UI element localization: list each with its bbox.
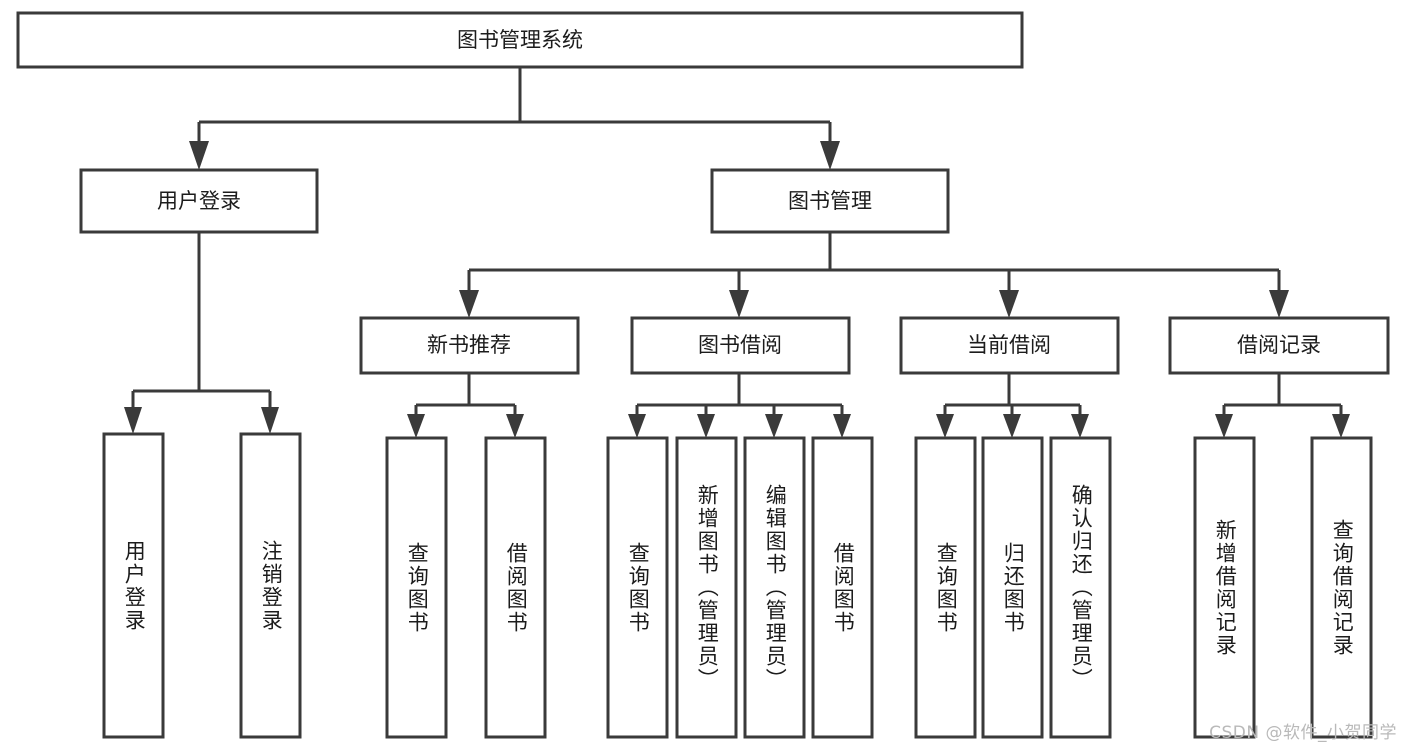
leaf-box-bb-borrow[interactable] (811, 436, 874, 739)
arrowhead-current-borrow (999, 290, 1019, 318)
arrowhead-cb-query (936, 414, 954, 438)
node-root-box[interactable] (16, 11, 1024, 69)
arrowhead-leaf-user-login (124, 407, 142, 434)
leaf-box-cb-confirm[interactable] (1049, 436, 1112, 739)
node-book-manage-label: 图书管理 (788, 189, 872, 213)
node-borrow-record-box[interactable] (1168, 316, 1390, 375)
arrowhead-book-manage (820, 141, 840, 170)
node-new-book-recommend[interactable]: 新书推荐 (359, 316, 580, 375)
node-new-book-recommend-box[interactable] (359, 316, 580, 375)
node-user-login-label: 用户登录 (157, 189, 241, 213)
leaf-box-bb-query[interactable] (606, 436, 669, 739)
arrowhead-bb-borrow (833, 414, 851, 438)
node-borrow-record-label: 借阅记录 (1237, 333, 1321, 357)
node-user-login[interactable]: 用户登录 (79, 168, 319, 234)
arrowhead-new-book (459, 290, 479, 318)
leaf-box-br-add[interactable] (1193, 436, 1256, 739)
watermark-text: CSDN @软件_小贺同学 (1209, 723, 1397, 743)
arrowhead-user-login (189, 141, 209, 170)
node-current-borrow[interactable]: 当前借阅 (899, 316, 1120, 375)
connector-group (124, 67, 1350, 438)
node-current-borrow-box[interactable] (899, 316, 1120, 375)
node-new-book-recommend-label: 新书推荐 (427, 333, 511, 357)
leaf-box-user-login[interactable] (102, 432, 165, 739)
arrowhead-leaf-logout (261, 407, 279, 434)
arrowhead-borrow-record (1269, 290, 1289, 318)
arrowhead-nb-query (407, 414, 425, 438)
arrowhead-bb-edit (765, 414, 783, 438)
arrowhead-nb-borrow (506, 414, 524, 438)
node-book-borrow-label: 图书借阅 (698, 333, 782, 357)
leaf-box-cb-query[interactable] (914, 436, 977, 739)
leaf-box-br-query[interactable] (1310, 436, 1373, 739)
arrowhead-br-add (1215, 414, 1233, 438)
arrowhead-book-borrow (729, 290, 749, 318)
node-current-borrow-label: 当前借阅 (967, 333, 1051, 357)
node-book-manage[interactable]: 图书管理 (710, 168, 950, 234)
node-root[interactable]: 图书管理系统 (16, 11, 1024, 69)
arrowhead-cb-return (1003, 414, 1021, 438)
arrowhead-br-query (1332, 414, 1350, 438)
leaf-box-logout[interactable] (239, 432, 302, 739)
arrowhead-cb-confirm (1071, 414, 1089, 438)
leaf-box-nb-query[interactable] (385, 436, 448, 739)
leaf-box-nb-borrow[interactable] (484, 436, 547, 739)
arrowhead-bb-query (628, 414, 646, 438)
arrowhead-bb-add (697, 414, 715, 438)
leaf-box-bb-edit[interactable] (743, 436, 806, 739)
node-book-manage-box[interactable] (710, 168, 950, 234)
node-book-borrow-box[interactable] (630, 316, 851, 375)
leaf-box-bb-add[interactable] (675, 436, 738, 739)
node-book-borrow[interactable]: 图书借阅 (630, 316, 851, 375)
node-user-login-box[interactable] (79, 168, 319, 234)
node-borrow-record[interactable]: 借阅记录 (1168, 316, 1390, 375)
node-root-label: 图书管理系统 (457, 28, 583, 52)
leaf-box-cb-return[interactable] (981, 436, 1044, 739)
